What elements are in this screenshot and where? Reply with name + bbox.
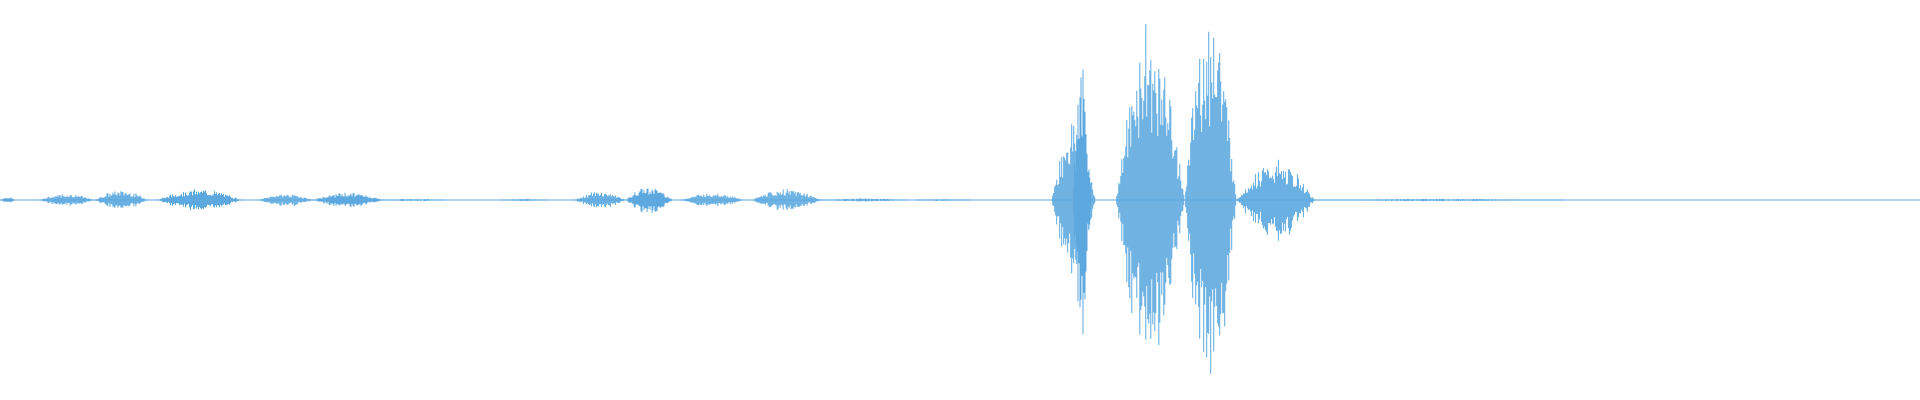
waveform-bars xyxy=(0,24,1566,374)
